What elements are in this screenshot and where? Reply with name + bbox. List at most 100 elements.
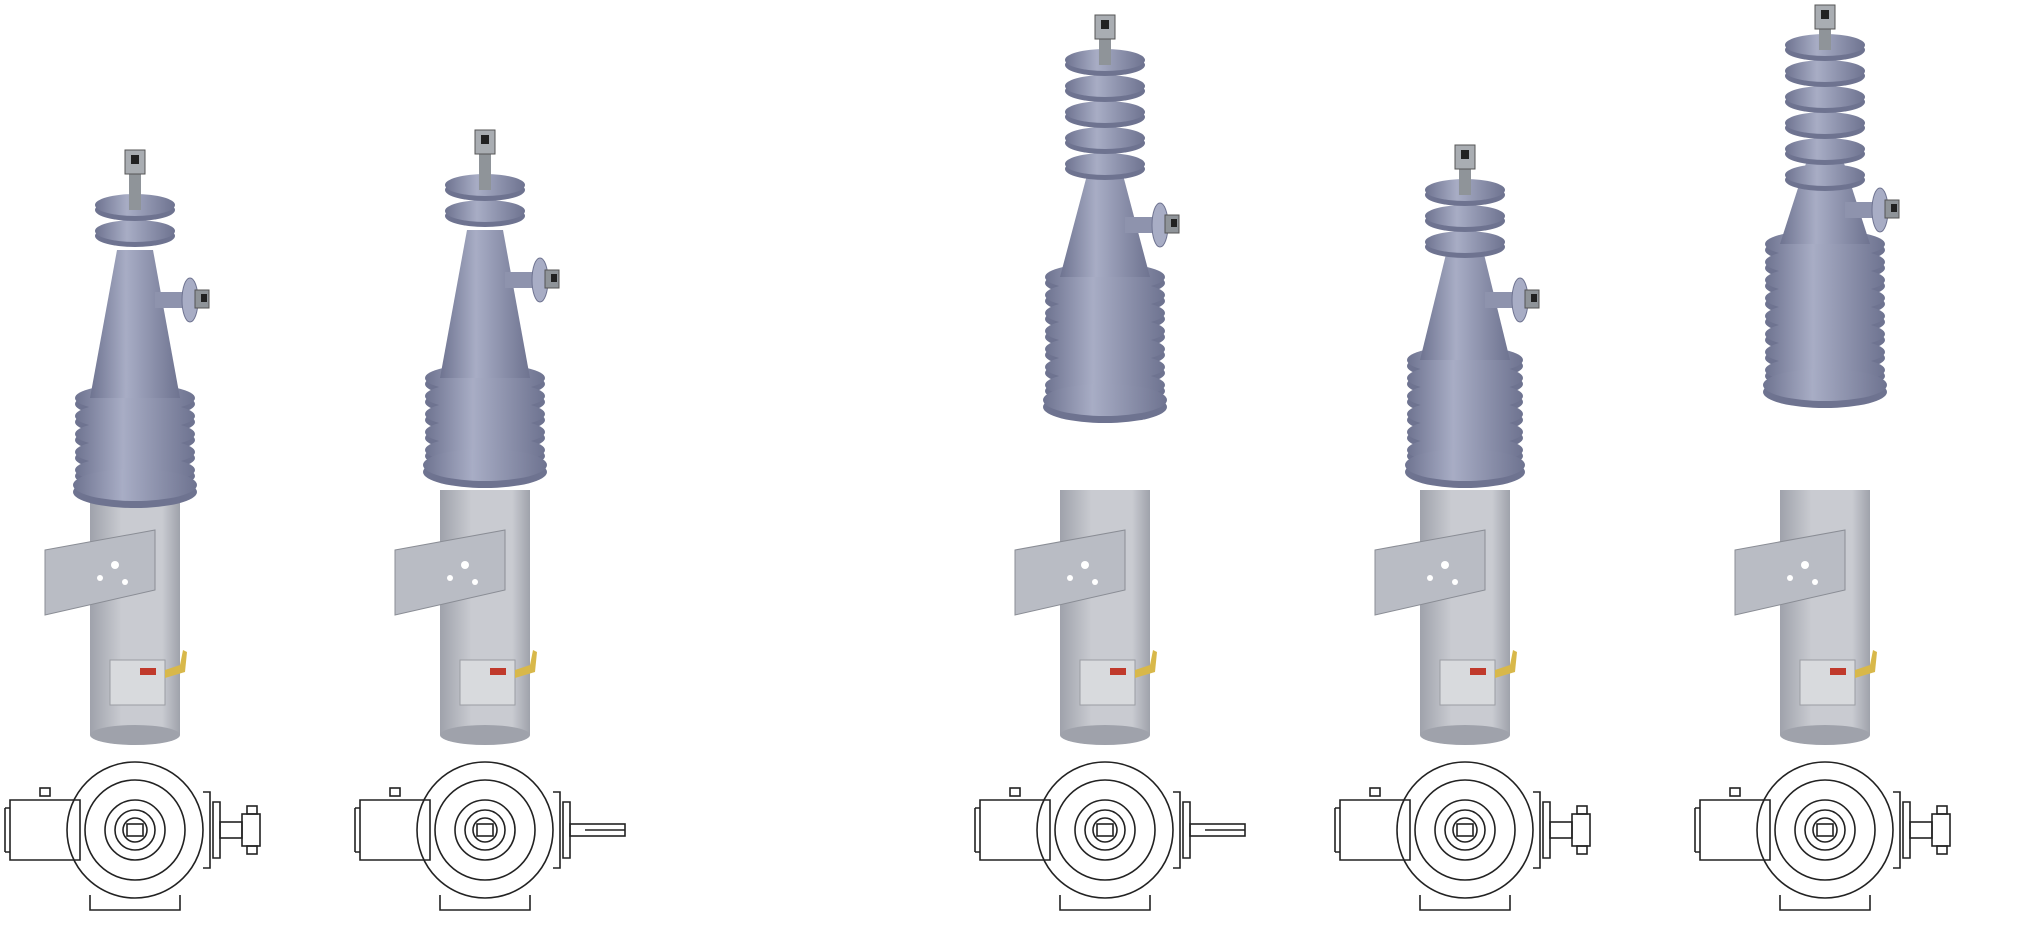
plan-lug-top	[246, 805, 258, 815]
plan-bracket-lip	[4, 807, 10, 853]
insulator-flange	[1763, 369, 1887, 401]
plan-bushing-plate	[1533, 791, 1541, 869]
plan-terminal-block	[126, 823, 144, 837]
plan-bracket-lip	[1334, 807, 1340, 853]
bracket-hole	[1452, 579, 1458, 585]
operating-lever	[165, 650, 187, 678]
bracket-hole	[1067, 575, 1073, 581]
bracket-hole	[1081, 561, 1089, 569]
insulator-flange	[423, 449, 547, 481]
plan-mid-ring	[1774, 779, 1876, 881]
tank-base	[440, 725, 530, 745]
bracket-hole	[461, 561, 469, 569]
upper-shed	[1785, 138, 1865, 160]
plan-terminal	[472, 817, 498, 843]
tank-base	[1060, 725, 1150, 745]
plan-core-ring	[114, 809, 156, 851]
plan-outer-ring	[416, 761, 554, 899]
recloser-unit-3	[970, 0, 1350, 930]
bracket-hole	[1801, 561, 1809, 569]
plan-small-box	[39, 787, 51, 797]
plan-base-foot	[1779, 895, 1871, 911]
plan-bushing-disk	[1542, 801, 1551, 859]
plan-base-foot	[1059, 895, 1151, 911]
plan-lug-bottom	[1576, 845, 1588, 855]
plan-bushing-plate	[553, 791, 561, 869]
upper-shed	[95, 220, 175, 242]
control-box	[459, 659, 516, 706]
plan-lug-top	[1576, 805, 1588, 815]
bracket-hole	[1787, 575, 1793, 581]
bracket-hole	[111, 561, 119, 569]
side-bushing	[1485, 292, 1520, 308]
counter-display	[1470, 668, 1486, 675]
recloser-unit-1	[0, 0, 380, 930]
upper-shed	[1425, 231, 1505, 253]
plan-base-foot	[89, 895, 181, 911]
insulator-flange	[1043, 384, 1167, 416]
plan-mid-ring	[1414, 779, 1516, 881]
plan-outer-ring	[1396, 761, 1534, 899]
terminal-bolt	[481, 135, 489, 144]
counter-display	[140, 668, 156, 675]
plan-outer-ring	[66, 761, 204, 899]
side-bushing	[505, 272, 540, 288]
bracket-hole	[122, 579, 128, 585]
plan-inner-ring	[1434, 799, 1496, 861]
mounting-bracket	[1014, 529, 1126, 616]
side-bushing	[1845, 202, 1880, 218]
insulator-flange	[1405, 449, 1525, 481]
insulator-flange	[73, 469, 197, 501]
plan-mid-ring	[84, 779, 186, 881]
recloser-drawing-5	[1694, 4, 1951, 911]
counter-display	[1830, 668, 1846, 675]
plan-small-box	[389, 787, 401, 797]
bracket-hole	[1441, 561, 1449, 569]
plan-bracket	[1699, 799, 1771, 861]
control-box	[109, 659, 166, 706]
upper-shed	[1065, 101, 1145, 123]
plan-terminal-block	[1096, 823, 1114, 837]
plan-lug-bottom	[246, 845, 258, 855]
mounting-bracket	[1374, 529, 1486, 616]
plan-small-box	[1369, 787, 1381, 797]
plan-bracket	[9, 799, 81, 861]
side-bushing	[1125, 217, 1160, 233]
upper-shed	[1785, 86, 1865, 108]
plan-terminal-lug	[241, 813, 261, 847]
insulator-cone	[1060, 175, 1150, 277]
bracket-hole	[97, 575, 103, 581]
terminal-bolt	[131, 155, 139, 164]
plan-lug-top	[1936, 805, 1948, 815]
plan-small-box	[1009, 787, 1021, 797]
plan-bracket	[979, 799, 1051, 861]
plan-bracket-lip	[974, 807, 980, 853]
terminal-bolt	[1821, 10, 1829, 19]
operating-lever	[1495, 650, 1517, 678]
mounting-bracket	[394, 529, 506, 616]
plan-terminal-lug	[1571, 813, 1591, 847]
mounting-bracket	[1734, 529, 1846, 616]
plan-core-ring	[1084, 809, 1126, 851]
recloser-unit-2	[350, 0, 730, 930]
plan-inner-ring	[104, 799, 166, 861]
bracket-hole	[1427, 575, 1433, 581]
plan-inner-ring	[1074, 799, 1136, 861]
plan-terminal-neck	[1549, 821, 1573, 839]
plan-terminal	[122, 817, 148, 843]
insulator-cone	[440, 230, 530, 378]
operating-lever	[1855, 650, 1877, 678]
plan-outer-ring	[1036, 761, 1174, 899]
control-box	[1439, 659, 1496, 706]
insulator-cone	[90, 250, 180, 398]
plan-core-ring	[464, 809, 506, 851]
plan-inner-ring	[454, 799, 516, 861]
plan-outer-ring	[1756, 761, 1894, 899]
upper-shed	[1785, 60, 1865, 82]
plan-bracket	[1339, 799, 1411, 861]
plan-bushing-disk	[1902, 801, 1911, 859]
mounting-bracket	[44, 529, 156, 616]
upper-shed	[1065, 75, 1145, 97]
control-box	[1079, 659, 1136, 706]
plan-mid-ring	[1054, 779, 1156, 881]
